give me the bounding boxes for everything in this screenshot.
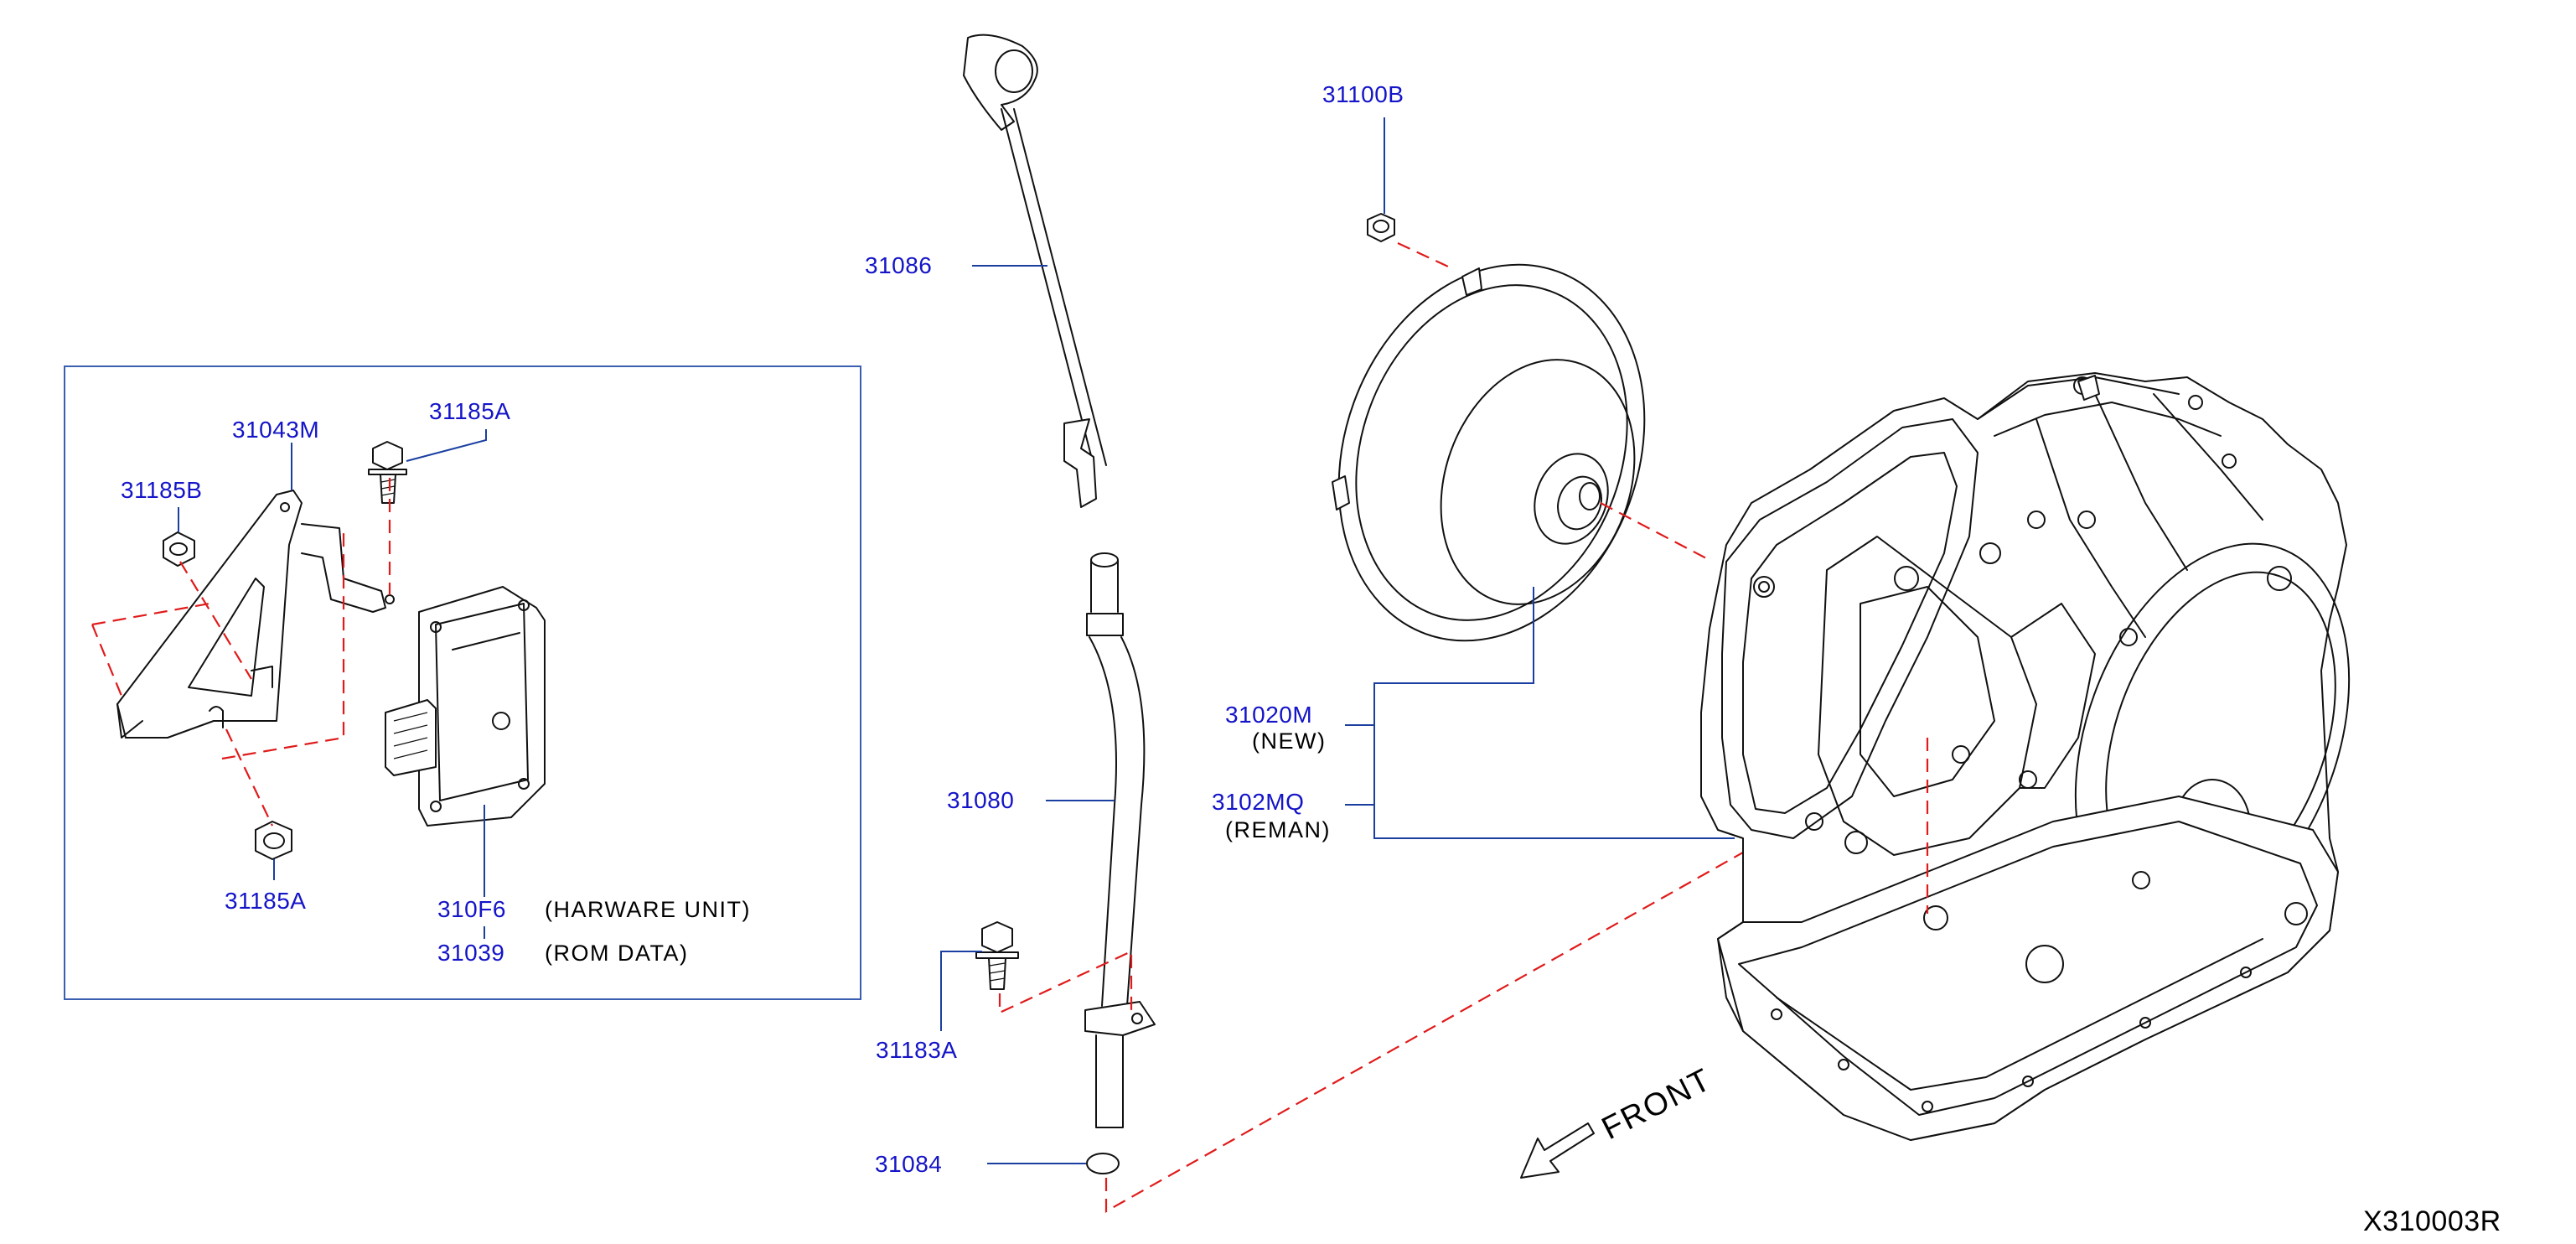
bolt-31183a [975,921,1019,990]
desc-31020m: (NEW) [1252,728,1326,754]
label-31020m: 31020M [1225,702,1312,728]
nut-31185b [163,531,195,567]
label-3102mq: 3102MQ [1212,789,1304,815]
control-unit-inset-frame [64,365,861,1000]
label-31100b: 31100B [1322,81,1404,107]
dash-bolt-to-tube [998,837,1769,1213]
label-31185a-bottom: 31185A [225,888,306,914]
desc-3102mq: (REMAN) [1225,817,1331,842]
label-31084: 31084 [875,1151,942,1177]
label-31185a-top: 31185A [429,398,510,424]
dash-inset-left [91,478,391,827]
o-ring-31084 [1086,1153,1120,1174]
bracket-31043m [116,490,395,739]
label-31183a: 31183A [876,1037,957,1063]
label-310f6: 310F6 [437,896,506,922]
transmission-case [1700,372,2351,1141]
nut-31100b [1367,213,1395,242]
leader-31020m-bracket [1345,587,1735,839]
drawing-code: X310003R [2363,1205,2501,1237]
nut-31185a-bottom [255,821,292,860]
control-unit-310f6 [385,586,546,827]
label-31080: 31080 [947,787,1014,813]
front-label: FRONT [1596,1062,1718,1147]
front-arrow-icon [1520,1122,1595,1179]
leader-31183a [940,951,982,1031]
label-31039: 31039 [437,940,504,966]
torque-converter-31020m [1332,263,1646,642]
bolt-31185a-top [368,441,407,504]
label-31086: 31086 [865,252,932,278]
case-bolt-holes [1753,376,2308,1112]
desc-31039: (ROM DATA) [545,941,688,966]
label-31185b: 31185B [121,477,202,503]
tube-31080 [1084,552,1156,1128]
label-31043m: 31043M [232,417,319,443]
leader-31185a-top [406,429,487,462]
dipstick-31086 [963,34,1107,508]
desc-310f6: (HARWARE UNIT) [545,897,751,922]
dash-nut-to-converter [1397,242,1449,267]
